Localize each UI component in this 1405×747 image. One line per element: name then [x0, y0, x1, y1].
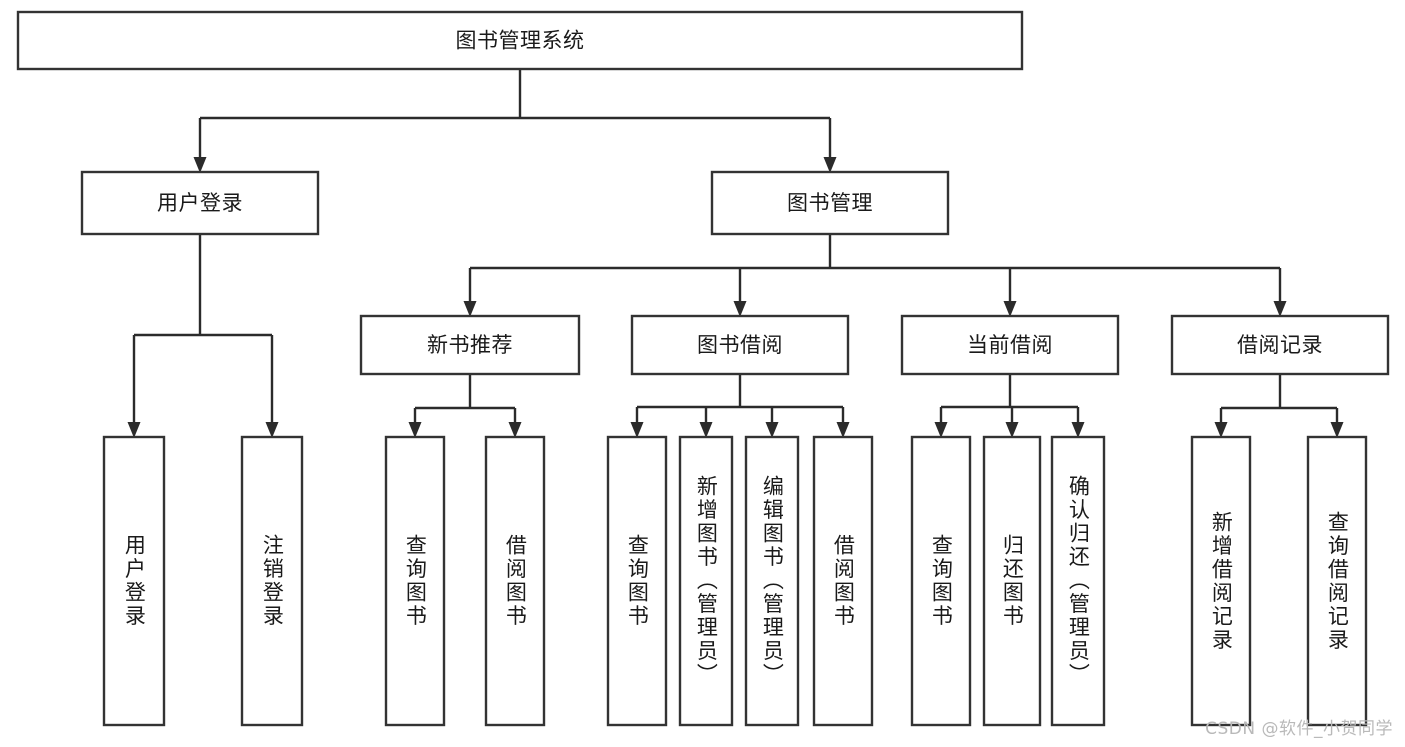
node-boxes-layer — [16, 10, 1390, 727]
node-label-book-borrow: 图书借阅 — [697, 333, 783, 357]
node-leaf-return-book[interactable] — [982, 435, 1042, 727]
connectors-layer — [127, 69, 1344, 438]
node-leaf-borrow-book-rec[interactable] — [484, 435, 546, 727]
node-leaf-user-login[interactable] — [102, 435, 166, 727]
node-label-user-login: 用户登录 — [157, 191, 243, 215]
node-leaf-add-book[interactable] — [678, 435, 734, 727]
node-label-borrow-record: 借阅记录 — [1237, 333, 1323, 357]
node-leaf-add-record[interactable] — [1190, 435, 1252, 727]
node-leaf-logout[interactable] — [240, 435, 304, 727]
node-new-book-rec[interactable] — [359, 314, 581, 376]
node-label-new-book-rec: 新书推荐 — [427, 333, 513, 357]
node-current-borrow[interactable] — [900, 314, 1120, 376]
node-user-login[interactable] — [80, 170, 320, 236]
node-root[interactable] — [16, 10, 1024, 71]
node-leaf-edit-book[interactable] — [744, 435, 800, 727]
node-leaf-query-book-borrow[interactable] — [606, 435, 668, 727]
node-borrow-record[interactable] — [1170, 314, 1390, 376]
node-leaf-query-record[interactable] — [1306, 435, 1368, 727]
node-label-current-borrow: 当前借阅 — [967, 333, 1053, 357]
node-leaf-borrow-book[interactable] — [812, 435, 874, 727]
node-book-admin[interactable] — [710, 170, 950, 236]
node-label-book-admin: 图书管理 — [787, 191, 873, 215]
node-leaf-confirm-return[interactable] — [1050, 435, 1106, 727]
node-leaf-query-book-rec[interactable] — [384, 435, 446, 727]
node-label-root: 图书管理系统 — [456, 29, 585, 53]
node-book-borrow[interactable] — [630, 314, 850, 376]
node-leaf-query-book-cur[interactable] — [910, 435, 972, 727]
watermark: CSDN @软件_小贺同学 — [1205, 719, 1393, 739]
